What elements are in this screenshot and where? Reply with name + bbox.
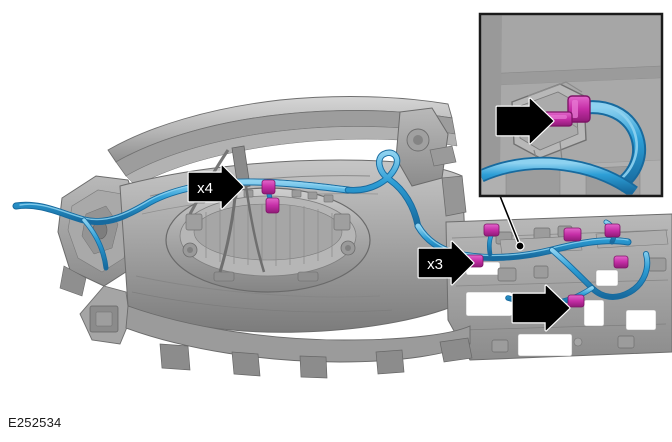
right-floor-panel [445,213,672,361]
figure-id: E252534 [8,415,62,430]
retainer-clip [613,255,629,269]
quantity-callout-x3[interactable]: x3 [417,240,475,286]
pointer-arrow-inset[interactable] [495,97,555,145]
retainer-clip [604,223,621,238]
quantity-callout-x4[interactable]: x4 [187,164,245,210]
pointer-arrow-lower-right[interactable] [511,284,571,332]
right-end-bracket [395,107,467,217]
retainer-clip [261,179,276,195]
retainer-clip [483,223,500,237]
lower-cross-rail [125,305,473,379]
wiring-harness [12,149,651,306]
inset-leader-line [498,195,525,251]
retainer-clip [563,227,582,242]
retainer-clip [265,197,280,214]
quantity-callout-x4-label: x4 [197,180,213,197]
quantity-callout-x3-label: x3 [427,256,443,273]
left-end-bracket [57,175,141,345]
retainer-clip [567,294,585,308]
